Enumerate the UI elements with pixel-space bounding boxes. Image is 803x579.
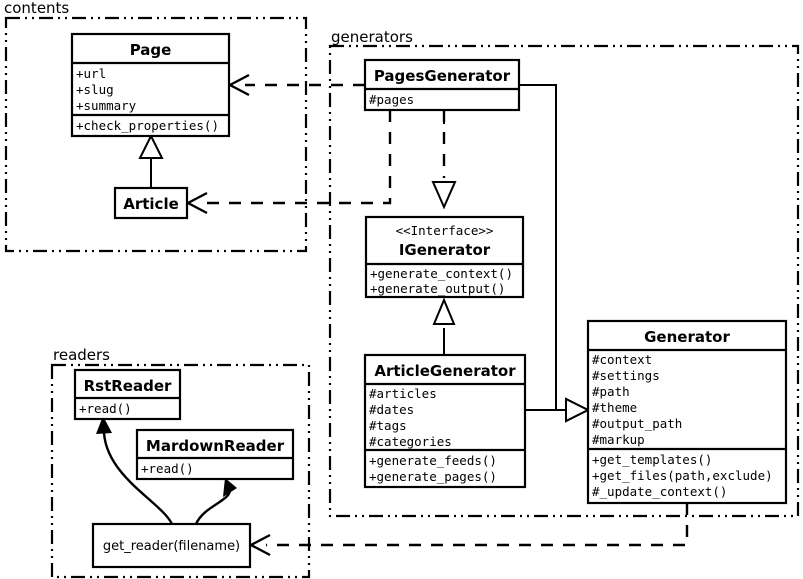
class-method: +generate_feeds() (369, 453, 497, 468)
package-label-contents: contents (4, 0, 69, 17)
class-box-page[interactable]: Page +url +slug +summary +check_properti… (70, 32, 231, 138)
function-label-get-reader: get_reader(filename) (103, 539, 240, 554)
class-box-igenerator[interactable]: <<Interface>> IGenerator +generate_conte… (364, 215, 525, 299)
class-method: +get_templates() (592, 452, 712, 467)
class-attribute: #markup (592, 432, 645, 447)
class-box-pagesgenerator[interactable]: PagesGenerator #pages (363, 58, 521, 112)
class-attribute: #dates (369, 402, 414, 417)
class-name-mardownreader: MardownReader (146, 437, 285, 455)
relationship-generator-uses-get-reader (248, 503, 689, 557)
relationship-article-inherits-page (138, 133, 164, 188)
class-attribute: #context (592, 352, 652, 367)
class-attribute: #categories (369, 434, 452, 449)
class-attribute: #path (592, 384, 630, 399)
relationship-pagesgenerator-extends-generator (519, 84, 591, 423)
relationship-get-reader-returns-rstreader (96, 416, 174, 525)
class-method: +read() (79, 401, 132, 416)
class-name-rstreader: RstReader (84, 377, 172, 395)
class-attribute: +summary (76, 98, 137, 113)
package-generators: generators (328, 28, 800, 518)
relationship-articlegenerator-realizes-igenerator (432, 297, 456, 355)
relationship-articlegenerator-extends-generator (525, 397, 591, 423)
package-contents: contents (4, 0, 308, 253)
class-box-articlegenerator[interactable]: ArticleGenerator #articles #dates #tags … (363, 353, 527, 489)
class-method: +read() (141, 461, 194, 476)
class-method: +generate_output() (370, 281, 505, 296)
class-name-page: Page (130, 41, 172, 59)
class-box-generator[interactable]: Generator #context #settings #path #them… (586, 319, 788, 505)
class-name-pagesgenerator: PagesGenerator (374, 67, 511, 85)
class-stereotype-igenerator: <<Interface>> (396, 223, 494, 238)
class-attribute: #articles (369, 386, 437, 401)
class-box-rstreader[interactable]: RstReader +read() (73, 368, 182, 421)
class-box-mardownreader[interactable]: MardownReader +read() (135, 428, 295, 481)
class-box-article[interactable]: Article (113, 186, 189, 220)
class-attribute: +slug (76, 82, 114, 97)
relationship-pagesgenerator-realizes-igenerator (431, 110, 457, 210)
class-attribute: #settings (592, 368, 660, 383)
class-attribute: #tags (369, 418, 407, 433)
package-readers: readers (50, 346, 311, 579)
class-method: +generate_context() (370, 266, 513, 281)
class-name-article: Article (123, 195, 179, 213)
class-name-igenerator: IGenerator (399, 241, 491, 259)
class-name-generator: Generator (644, 328, 730, 346)
class-attribute: #pages (369, 92, 414, 107)
relationship-pagesgenerator-uses-page (227, 73, 365, 97)
class-method: +check_properties() (76, 118, 219, 133)
class-method: +generate_pages() (369, 469, 497, 484)
class-method: #_update_context() (592, 484, 727, 499)
class-attribute: #output_path (592, 416, 682, 431)
function-box-get-reader[interactable]: get_reader(filename) (91, 522, 252, 569)
class-method: +get_files(path,exclude) (592, 468, 773, 483)
relationship-get-reader-returns-mardownreader (194, 478, 237, 525)
package-label-generators: generators (331, 28, 413, 46)
class-name-articlegenerator: ArticleGenerator (374, 362, 516, 380)
class-attribute: +url (76, 66, 106, 81)
class-attribute: #theme (592, 400, 637, 415)
package-label-readers: readers (53, 346, 110, 364)
